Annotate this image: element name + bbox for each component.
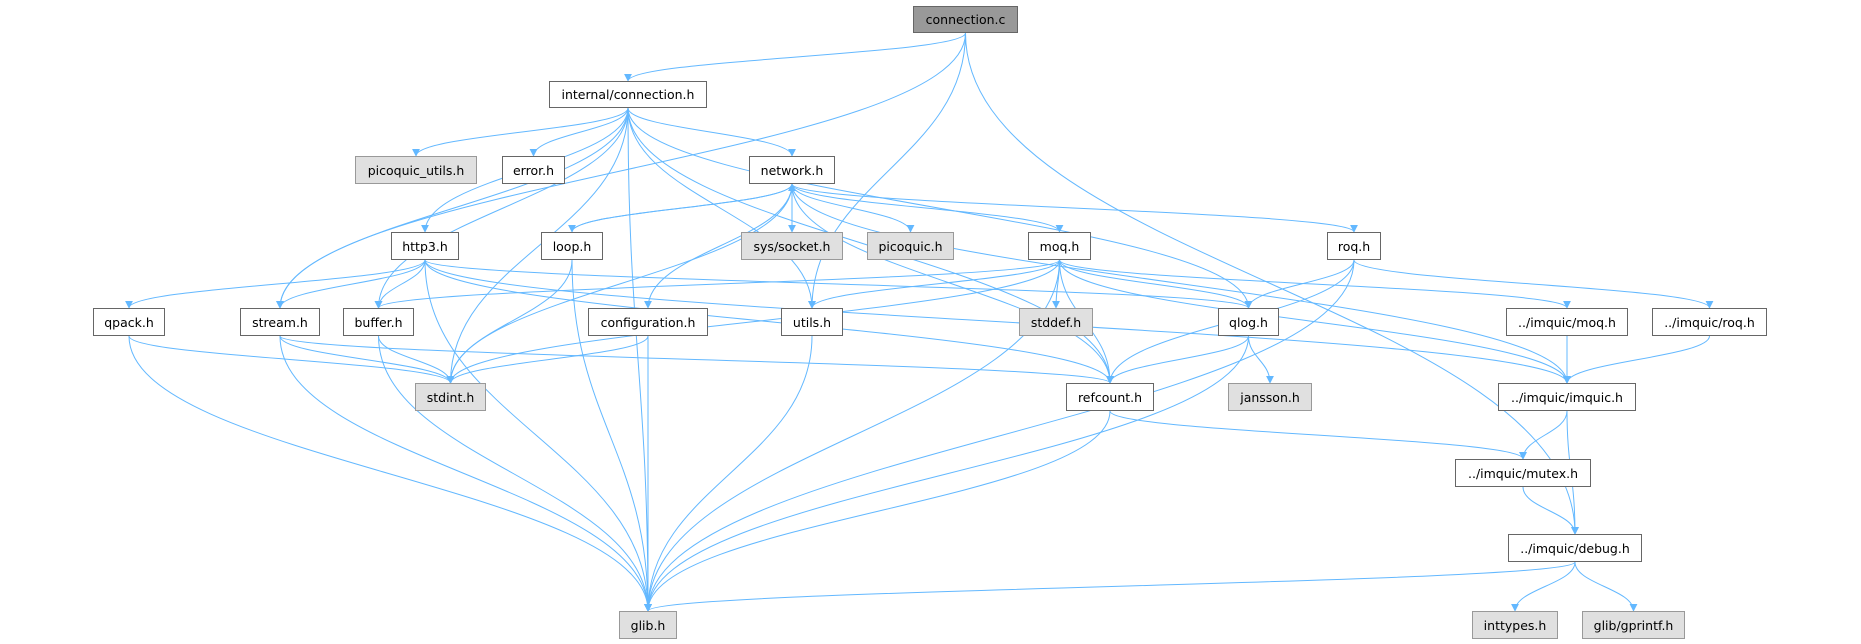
node-internal-connection-h[interactable]: internal/connection.h	[549, 81, 707, 108]
node-network-h[interactable]: network.h	[749, 156, 835, 184]
edge-http3-h-to-glib-h	[424, 259, 652, 612]
node-picoquic-utils-h[interactable]: picoquic_utils.h	[355, 156, 477, 184]
edge-loop-h-to-glib-h	[571, 259, 652, 612]
edge-network-h-to-imquic-imquic-h	[791, 183, 1571, 384]
node-utils-h[interactable]: utils.h	[781, 308, 843, 336]
edge-http3-h-to-qlog-h	[424, 259, 1253, 309]
edge-http3-h-to-qpack-h	[125, 259, 426, 309]
node-error-h[interactable]: error.h	[502, 156, 565, 184]
edge-roq-h-to-qlog-h	[1244, 259, 1355, 309]
edge-http3-h-to-refcount-h	[424, 259, 1114, 384]
edge-internal-connection-h-to-buffer-h	[374, 107, 629, 309]
node-imquic-debug-h[interactable]: ../imquic/debug.h	[1508, 534, 1642, 562]
node-sys-socket-h[interactable]: sys/socket.h	[741, 232, 843, 260]
node-refcount-h[interactable]: refcount.h	[1066, 383, 1154, 411]
node-qlog-h[interactable]: qlog.h	[1218, 308, 1279, 336]
edge-moq-h-to-buffer-h	[374, 259, 1060, 309]
node-http3-h[interactable]: http3.h	[391, 232, 459, 260]
edge-internal-connection-h-to-glib-h	[627, 107, 652, 612]
node-inttypes-h[interactable]: inttypes.h	[1472, 611, 1558, 639]
edge-internal-connection-h-to-network-h	[627, 107, 796, 157]
node-stream-h[interactable]: stream.h	[240, 308, 320, 336]
edge-refcount-h-to-glib-h	[644, 410, 1111, 612]
node-connection-c[interactable]: connection.c	[913, 6, 1018, 33]
edge-network-h-to-refcount-h	[791, 183, 1114, 384]
node-stdint-h[interactable]: stdint.h	[415, 383, 486, 411]
node-imquic-imquic-h[interactable]: ../imquic/imquic.h	[1498, 383, 1636, 411]
edge-http3-h-to-stream-h	[276, 259, 426, 309]
edge-stream-h-to-refcount-h	[279, 335, 1114, 384]
edge-stream-h-to-stdint-h	[279, 335, 455, 384]
edge-buffer-h-to-glib-h	[378, 335, 652, 612]
edge-loop-h-to-network-h	[571, 183, 796, 233]
node-moq-h[interactable]: moq.h	[1028, 232, 1091, 260]
edge-moq-h-to-imquic-moq-h	[1059, 259, 1571, 309]
edge-qpack-h-to-stdint-h	[128, 335, 455, 384]
edge-imquic-debug-h-to-inttypes-h	[1511, 561, 1576, 612]
edge-qpack-h-to-glib-h	[128, 335, 652, 612]
edge-network-h-to-moq-h	[791, 183, 1064, 233]
edge-connection-c-to-internal-connection-h	[624, 32, 966, 82]
edge-http3-h-to-imquic-imquic-h	[424, 259, 1571, 384]
edge-network-h-to-roq-h	[791, 183, 1358, 233]
node-roq-h[interactable]: roq.h	[1327, 232, 1381, 260]
node-buffer-h[interactable]: buffer.h	[343, 308, 414, 336]
edge-imquic-imquic-h-to-imquic-mutex-h	[1519, 410, 1568, 460]
edge-qlog-h-to-glib-h	[644, 335, 1249, 612]
edge-loop-h-to-stdint-h	[446, 259, 573, 384]
edge-imquic-debug-h-to-glib-gprintf-h	[1574, 561, 1638, 612]
node-glib-gprintf-h[interactable]: glib/gprintf.h	[1582, 611, 1685, 639]
edge-internal-connection-h-to-stdint-h	[446, 107, 629, 384]
edge-qlog-h-to-refcount-h	[1106, 335, 1249, 384]
edge-internal-connection-h-to-stream-h	[276, 107, 629, 309]
edge-imquic-mutex-h-to-imquic-debug-h	[1522, 486, 1579, 535]
edge-refcount-h-to-imquic-mutex-h	[1109, 410, 1527, 460]
edge-network-h-to-configuration-h	[644, 183, 793, 309]
node-jansson-h[interactable]: jansson.h	[1228, 383, 1312, 411]
edge-internal-connection-h-to-qlog-h	[627, 107, 1253, 309]
node-loop-h[interactable]: loop.h	[541, 232, 603, 260]
edge-imquic-debug-h-to-glib-h	[644, 561, 1576, 612]
edge-connection-c-to-utils-h	[808, 32, 966, 309]
node-stddef-h[interactable]: stddef.h	[1019, 308, 1093, 336]
edge-internal-connection-h-to-picoquic-utils-h	[412, 107, 629, 157]
edge-internal-connection-h-to-error-h	[529, 107, 629, 157]
edge-imquic-roq-h-to-imquic-imquic-h	[1563, 335, 1710, 384]
node-imquic-roq-h[interactable]: ../imquic/roq.h	[1652, 308, 1767, 336]
edge-roq-h-to-glib-h	[644, 259, 1355, 612]
edge-utils-h-to-glib-h	[644, 335, 813, 612]
edge-moq-h-to-qlog-h	[1059, 259, 1253, 309]
node-configuration-h[interactable]: configuration.h	[588, 308, 708, 336]
edge-moq-h-to-stdint-h	[446, 259, 1060, 384]
edge-qlog-h-to-jansson-h	[1248, 335, 1274, 384]
edge-configuration-h-to-stdint-h	[446, 335, 649, 384]
edge-moq-h-to-utils-h	[808, 259, 1060, 309]
edge-roq-h-to-imquic-roq-h	[1353, 259, 1714, 309]
edge-connection-c-to-imquic-debug-h	[965, 32, 1579, 535]
node-picoquic-h[interactable]: picoquic.h	[867, 232, 954, 260]
edge-internal-connection-h-to-utils-h	[627, 107, 816, 309]
node-glib-h[interactable]: glib.h	[619, 611, 677, 639]
node-imquic-moq-h[interactable]: ../imquic/moq.h	[1506, 308, 1628, 336]
edge-network-h-to-picoquic-h	[791, 183, 915, 233]
node-qpack-h[interactable]: qpack.h	[93, 308, 165, 336]
edge-stream-h-to-glib-h	[279, 335, 652, 612]
node-imquic-mutex-h[interactable]: ../imquic/mutex.h	[1455, 459, 1591, 487]
